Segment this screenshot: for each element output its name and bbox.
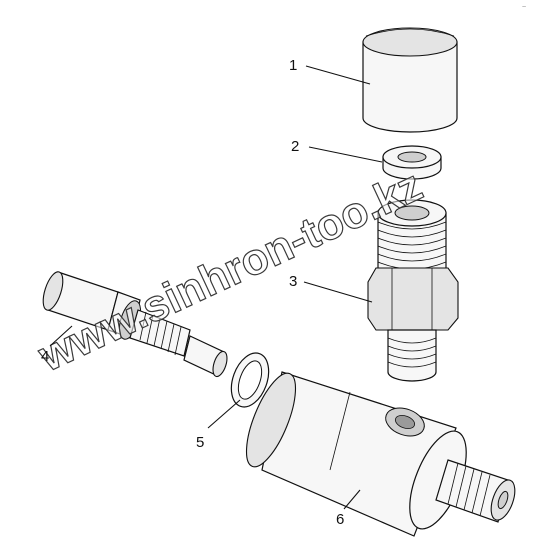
part-plunger bbox=[42, 271, 228, 378]
callout-5: 5 bbox=[196, 434, 204, 451]
callout-3: 3 bbox=[289, 273, 297, 290]
callout-1: 1 bbox=[289, 57, 297, 74]
part-o-ring bbox=[230, 352, 270, 408]
callout-4: 4 bbox=[41, 348, 49, 365]
part-cap bbox=[362, 27, 458, 133]
leader-line-2 bbox=[308, 146, 383, 163]
part-fitting bbox=[367, 199, 459, 382]
callouts: 1 2 3 4 5 6 bbox=[41, 57, 383, 528]
callout-6: 6 bbox=[336, 511, 344, 528]
corner-mark: ~ bbox=[522, 4, 526, 11]
leader-line-3 bbox=[303, 281, 373, 303]
part-adapter-body bbox=[245, 371, 516, 537]
leader-line-5 bbox=[207, 399, 241, 429]
leader-line-6 bbox=[343, 489, 361, 510]
watermark: www.sinhron-too.kz bbox=[31, 161, 430, 382]
leader-line-1 bbox=[305, 65, 371, 85]
leader-line-4 bbox=[49, 325, 73, 347]
callout-2: 2 bbox=[291, 138, 299, 155]
part-washer bbox=[382, 145, 442, 180]
